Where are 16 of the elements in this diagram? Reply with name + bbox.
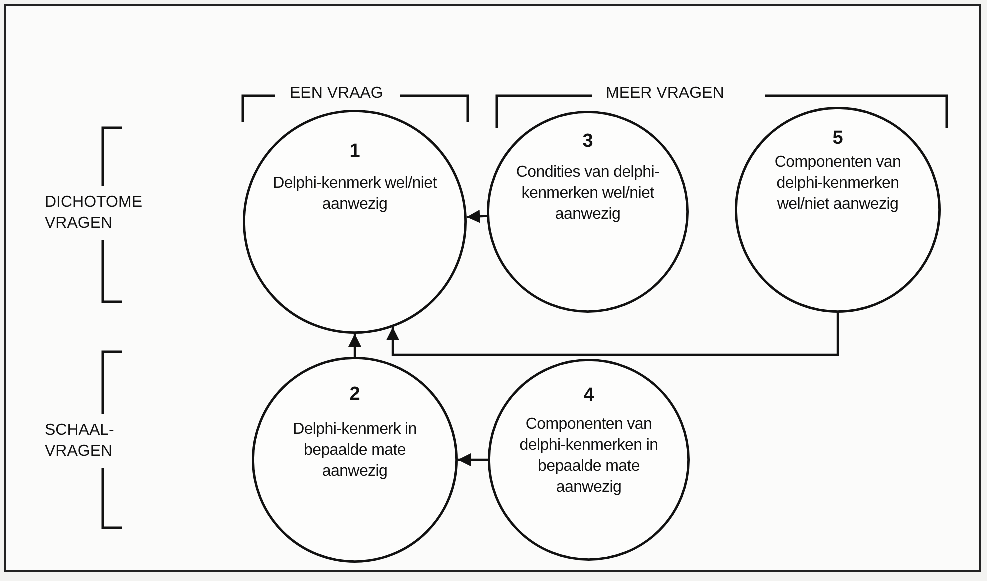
node-number: 5 <box>832 128 844 150</box>
node-text: Componenten van delphi-kenmerken in bepaalde mate aanwezig <box>518 414 660 498</box>
node-number: 2 <box>348 384 362 406</box>
node-text: Condities van delphi-kenmerken wel/niet aanwezig <box>515 162 661 224</box>
node-number: 4 <box>582 385 596 408</box>
arrow <box>348 334 362 357</box>
node-text: Delphi-kenmerk wel/niet aanwezig <box>272 174 438 215</box>
row-label: SCHAAL- VRAGEN <box>45 421 116 462</box>
node-text: Delphi-kenmerk in bepaalde mate aanwezig <box>292 420 418 482</box>
arrow <box>386 313 840 356</box>
arrow <box>466 210 488 224</box>
arrow <box>458 453 488 467</box>
row-label: DICHOTOME VRAGEN <box>45 193 144 234</box>
node-text: Componenten van delphi-kenmerken wel/niet aanwezig <box>774 153 902 216</box>
node-number: 3 <box>582 131 594 154</box>
node-number: 1 <box>348 141 362 164</box>
